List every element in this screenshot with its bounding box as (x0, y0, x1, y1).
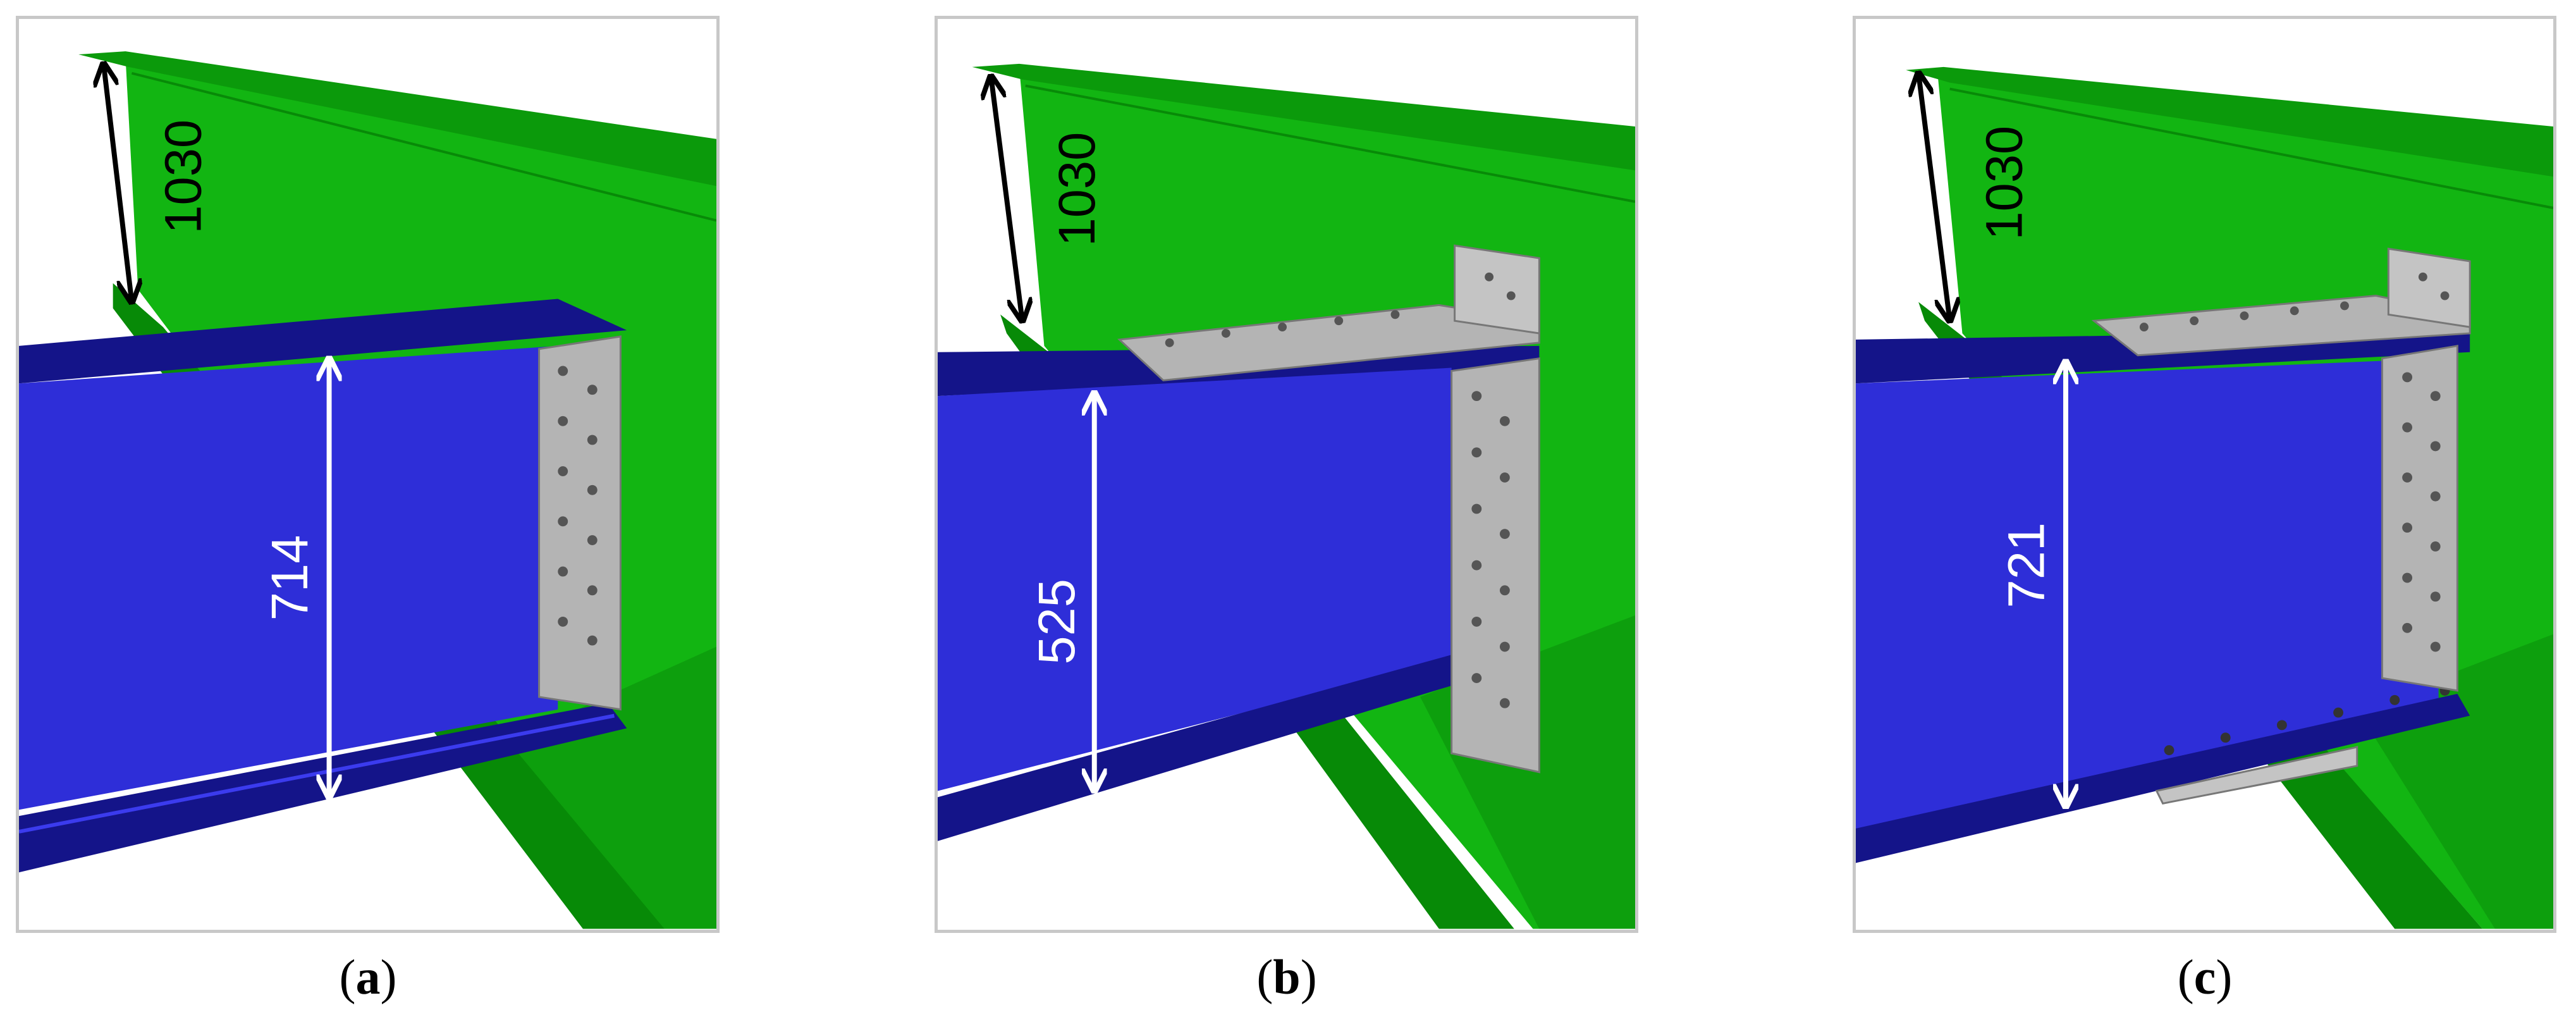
top-dimension-arrow (104, 64, 132, 302)
beam-bottom-flange (938, 653, 1477, 841)
bolt (1499, 641, 1510, 652)
top-dimension-label: 1030 (1976, 126, 2033, 240)
bolt (587, 585, 598, 596)
caption-b: (b) (1256, 949, 1317, 1004)
girder-edge-line (131, 71, 716, 222)
top-angle (2387, 247, 2471, 328)
bolt (2430, 641, 2441, 652)
bolt (558, 366, 568, 376)
bolt (1471, 673, 1482, 684)
beam-web (1856, 358, 2439, 835)
bolt (2402, 472, 2413, 483)
caption-letter: a (355, 949, 381, 1004)
bolt (1471, 391, 1482, 402)
bolt (1471, 616, 1482, 627)
girder-edge-line (1949, 87, 2553, 209)
top-dimension-arrow (991, 77, 1022, 321)
bolt (1499, 472, 1510, 483)
bolt (1471, 503, 1482, 514)
bolt (2240, 311, 2249, 321)
bolt (1390, 310, 1400, 319)
bolt (558, 566, 568, 577)
bolt (2164, 745, 2174, 755)
bolt (2402, 622, 2413, 633)
panel-c: 1030 721 (1853, 16, 2556, 933)
girder-edge-line (1025, 84, 1635, 203)
caption-a: (a) (339, 949, 397, 1004)
bolt (2402, 522, 2413, 533)
bolt (2430, 441, 2441, 452)
bolt (1499, 585, 1510, 596)
bolt (1334, 316, 1344, 326)
bolt (2418, 272, 2427, 281)
beam-dimension-label: 525 (1028, 579, 1086, 665)
bolt (2430, 491, 2441, 502)
top-angle (1454, 244, 1540, 335)
beam-bottom-flange (1856, 693, 2470, 863)
bolt (2333, 707, 2344, 718)
bolt (2389, 694, 2400, 705)
bolt (2276, 720, 2287, 731)
end-plate (538, 335, 622, 711)
bolt (1471, 447, 1482, 458)
bolt (1221, 329, 1230, 338)
top-plate-bolts (1165, 272, 1516, 347)
panel-b: 1030 525 (935, 16, 1638, 933)
girder-top-flange (1906, 66, 2553, 177)
bolt (2402, 572, 2413, 583)
beam-dimension-label: 714 (261, 535, 319, 621)
bolt (587, 535, 598, 545)
bolt (2440, 291, 2450, 300)
end-plate-bolts (2402, 372, 2441, 652)
bolt (2139, 323, 2149, 332)
bolt (558, 416, 568, 426)
bolt (1165, 338, 1174, 347)
bolt (1485, 272, 1494, 281)
end-plate (2381, 345, 2458, 692)
caption-letter: b (1273, 949, 1301, 1004)
girder-top-flange (972, 63, 1635, 171)
bolt (1506, 291, 1516, 300)
bolt (2430, 591, 2441, 602)
bolt (2290, 306, 2299, 316)
girder-top-flange (78, 51, 716, 187)
bolt (587, 435, 598, 445)
bolt (2430, 391, 2441, 402)
caption-letter: c (2193, 949, 2216, 1004)
top-dimension-arrow (1918, 73, 1950, 321)
bolt (1499, 416, 1510, 426)
end-plate (1451, 357, 1540, 774)
beam-web (19, 345, 558, 810)
bolt (2402, 422, 2413, 433)
end-plate-bolts (1471, 391, 1510, 708)
bolt (587, 484, 598, 495)
bottom-plate (2155, 746, 2358, 805)
bolt (1471, 560, 1482, 571)
beam-top-flange (19, 299, 627, 384)
bolt (2402, 372, 2413, 383)
top-dimension-label: 1030 (154, 120, 212, 234)
beam-web (938, 367, 1452, 791)
panel-a-drawing: 1030 714 (19, 51, 716, 929)
bolt (1278, 323, 1287, 332)
beam-dimension-label: 721 (1997, 522, 2055, 608)
panel-c-drawing: 1030 721 (1856, 66, 2553, 929)
bolt (2340, 301, 2349, 311)
caption-c: (c) (2177, 949, 2233, 1004)
bolt (587, 385, 598, 395)
end-plate-bolts (558, 366, 598, 646)
panel-b-drawing: 1030 525 (938, 63, 1635, 929)
bolt (2190, 316, 2199, 326)
bolt (1499, 698, 1510, 708)
bolt (587, 635, 598, 646)
bolt (558, 466, 568, 476)
bolt (558, 516, 568, 527)
top-dimension-label: 1030 (1048, 132, 1106, 247)
top-plate-bolts (2139, 272, 2450, 332)
bolt (1499, 529, 1510, 540)
bolt (2430, 541, 2441, 552)
panel-a: 1030 714 (16, 16, 720, 933)
bolt (558, 616, 568, 627)
bolt (2220, 732, 2231, 743)
